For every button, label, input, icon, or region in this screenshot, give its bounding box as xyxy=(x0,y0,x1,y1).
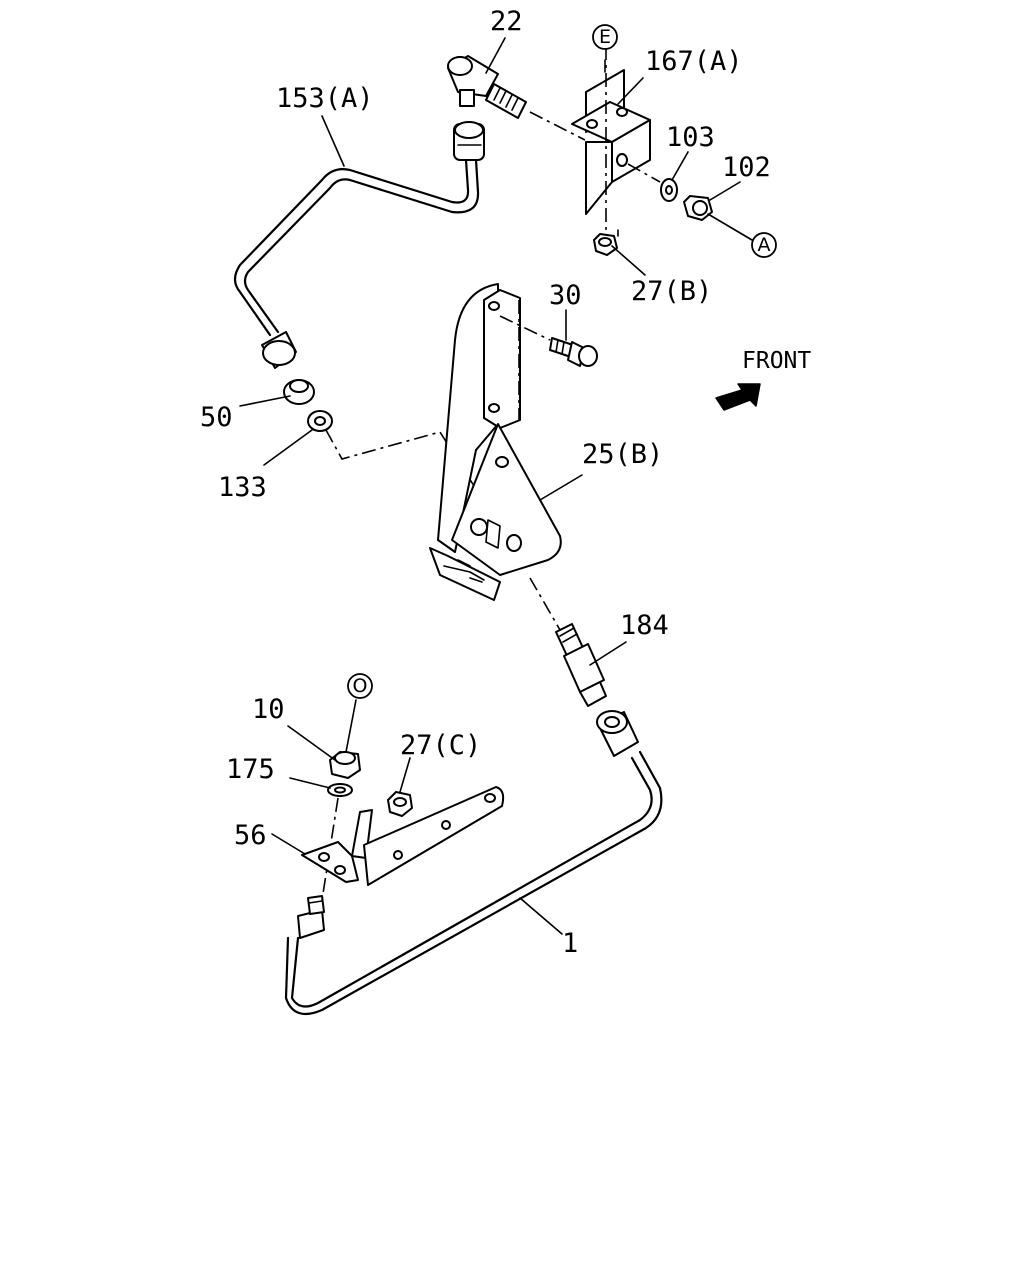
nut-10 xyxy=(329,751,361,779)
svg-text:A: A xyxy=(758,234,771,256)
label-56: 56 xyxy=(234,820,267,851)
ref-circle-e: E xyxy=(592,24,618,50)
washer-103 xyxy=(660,178,678,202)
label-50: 50 xyxy=(200,402,233,433)
nut-27c xyxy=(387,791,413,817)
bracket-25b xyxy=(429,283,562,601)
nut-102 xyxy=(683,195,713,221)
front-arrow-icon xyxy=(715,383,761,411)
washer-133 xyxy=(307,410,333,432)
label-103: 103 xyxy=(666,122,715,153)
ref-circle-a: A xyxy=(751,232,777,258)
label-184: 184 xyxy=(620,610,669,641)
nut-27b xyxy=(593,233,618,256)
washer-175 xyxy=(327,783,353,797)
connector-184 xyxy=(555,623,607,707)
label-167a: 167(A) xyxy=(645,46,743,77)
label-front: FRONT xyxy=(742,348,811,374)
label-10: 10 xyxy=(252,694,285,725)
ref-circle-o: O xyxy=(347,673,373,699)
svg-text:O: O xyxy=(353,675,368,697)
svg-text:E: E xyxy=(599,26,611,48)
label-27b: 27(B) xyxy=(631,276,712,307)
bracket-167a xyxy=(571,46,651,235)
bracket-56 xyxy=(301,809,373,883)
banjo-fitting-22 xyxy=(447,55,527,119)
label-153a: 153(A) xyxy=(276,83,374,114)
bracket-clip xyxy=(363,786,505,886)
label-1: 1 xyxy=(562,928,578,959)
label-102: 102 xyxy=(722,152,771,183)
label-27c: 27(C) xyxy=(400,730,481,761)
label-30: 30 xyxy=(549,280,582,311)
label-25b: 25(B) xyxy=(582,439,663,470)
bolt-30 xyxy=(499,315,598,367)
label-22: 22 xyxy=(490,6,523,37)
pipe-1 xyxy=(284,710,663,1016)
pipe-153a xyxy=(233,121,485,369)
label-133: 133 xyxy=(218,472,267,503)
nut-50 xyxy=(283,379,315,405)
leader-lines xyxy=(239,37,753,935)
label-175: 175 xyxy=(226,754,275,785)
